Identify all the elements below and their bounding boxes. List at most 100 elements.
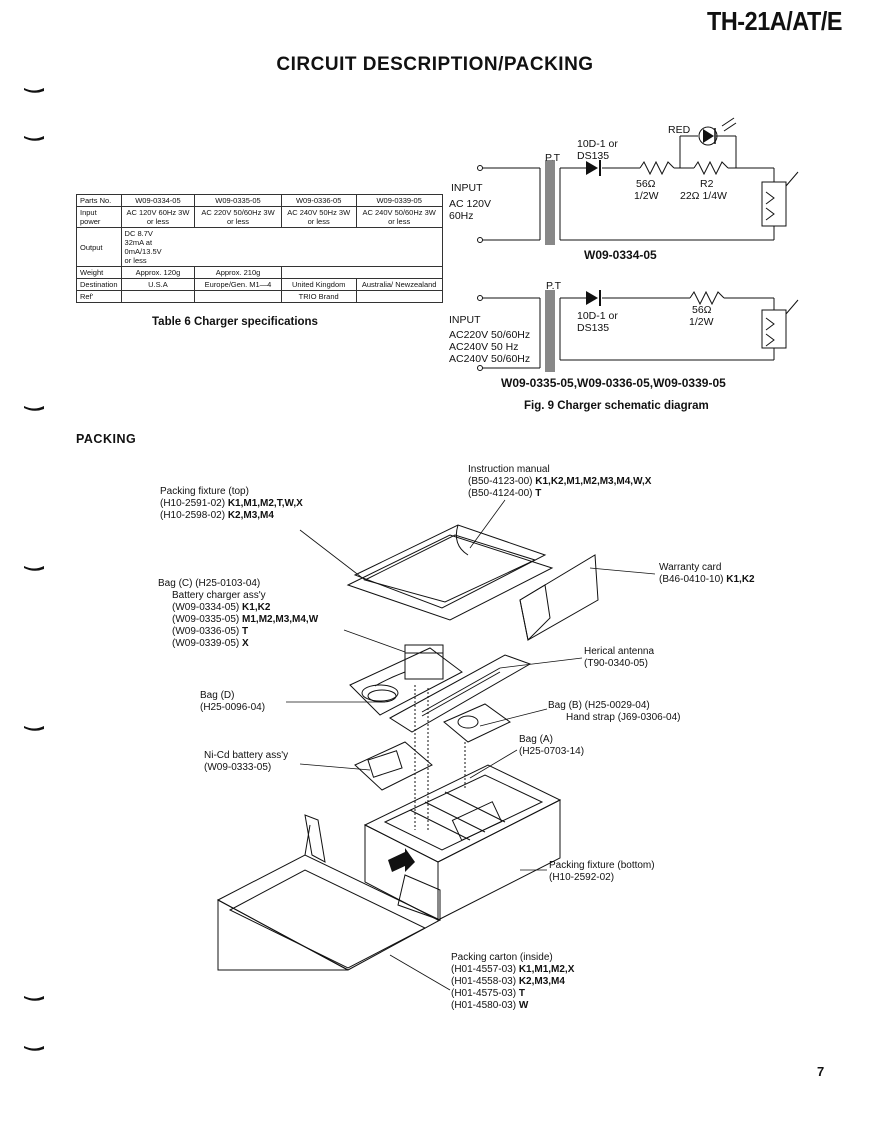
label-line: (H01-4558-03) K2,M3,M4 bbox=[451, 976, 574, 988]
part-no: (H01-4575-03) bbox=[451, 988, 519, 999]
label-line: (H01-4575-03) T bbox=[451, 988, 574, 1000]
schem1-diode-label: 10D-1 or bbox=[577, 138, 618, 150]
label-line: (H10-2592-02) bbox=[549, 872, 615, 883]
label-line: Bag (C) (H25-0103-04) bbox=[158, 578, 261, 589]
label-line: Warranty card bbox=[659, 562, 722, 573]
version-codes: K2,M3,M4 bbox=[227, 510, 274, 521]
label-instruction-manual: Instruction manual (B50-4123-00) K1,K2,M… bbox=[468, 464, 651, 500]
version-codes: K1,M1,M2,T,W,X bbox=[227, 498, 303, 509]
schem1-pt-label: P.T bbox=[545, 152, 560, 164]
charger-spec-table: Parts No. W09-0334-05 W09-0335-05 W09-03… bbox=[76, 194, 443, 303]
version-codes: X bbox=[242, 638, 249, 649]
table-cell: TRIO Brand bbox=[280, 290, 357, 303]
table-cell: AC 220V 50/60Hz 3W or less bbox=[194, 206, 282, 228]
label-line: (H25-0096-04) bbox=[200, 702, 266, 713]
part-no: (H01-4580-03) bbox=[451, 1000, 519, 1011]
page-title: CIRCUIT DESCRIPTION/PACKING bbox=[276, 54, 594, 75]
schem2-ac3-label: AC240V 50/60Hz bbox=[449, 353, 531, 365]
schem1-r2v-label: 22Ω 1/4W bbox=[680, 190, 727, 202]
label-line: Packing fixture (bottom) bbox=[549, 860, 655, 871]
label-line: Instruction manual bbox=[468, 464, 550, 475]
table-row: Output DC 8.7V 32mA at 0mA/13.5V or less bbox=[76, 227, 443, 267]
schem2-pt-label: P.T bbox=[546, 280, 561, 292]
label-line: (W09-0336-05) T bbox=[158, 626, 318, 638]
version-codes: T bbox=[242, 626, 249, 637]
label-line: Packing fixture (top) bbox=[160, 486, 249, 497]
schem1-r1-label: 56Ω bbox=[636, 178, 656, 190]
table-row: Weight Approx. 120g Approx. 210g bbox=[76, 266, 443, 279]
version-codes: K1,K2 bbox=[726, 574, 755, 585]
schem1-ac-label: AC 120V bbox=[449, 198, 492, 210]
table-cell bbox=[355, 290, 443, 303]
label-line: (W09-0335-05) M1,M2,M3,M4,W bbox=[158, 614, 318, 626]
part-no: (H10-2591-02) bbox=[160, 498, 228, 509]
version-codes: T bbox=[535, 488, 542, 499]
schem1-diode-label2: DS135 bbox=[577, 150, 610, 162]
label-line: (T90-0340-05) bbox=[584, 658, 648, 669]
label-text: Battery charger ass'y bbox=[172, 590, 266, 601]
label-fixture-top: Packing fixture (top) (H10-2591-02) K1,M… bbox=[160, 486, 303, 522]
label-fixture-bottom: Packing fixture (bottom) (H10-2592-02) bbox=[549, 860, 655, 884]
label-line: (H01-4557-03) K1,M1,M2,X bbox=[451, 964, 574, 976]
label-nicd-battery: Ni-Cd battery ass'y (W09-0333-05) bbox=[204, 750, 288, 774]
table-caption: Table 6 Charger specifications bbox=[152, 316, 318, 328]
label-line: Bag (D) bbox=[200, 690, 235, 701]
schem2-input-label: INPUT bbox=[449, 314, 481, 326]
label-line: Ni-Cd battery ass'y bbox=[204, 750, 289, 761]
label-line: Battery charger ass'y bbox=[158, 590, 318, 602]
packing-heading: PACKING bbox=[76, 432, 137, 446]
version-codes: K1,K2 bbox=[242, 602, 271, 613]
table-cell: DC 8.7V 32mA at 0mA/13.5V or less bbox=[120, 227, 443, 267]
version-codes: T bbox=[518, 988, 525, 999]
schem2-r-label: 56Ω bbox=[692, 304, 712, 316]
part-no: (W09-0334-05) bbox=[172, 602, 243, 613]
part-no: (B50-4124-00) bbox=[468, 488, 536, 499]
binding-marks bbox=[24, 88, 44, 1051]
part-no: (W09-0335-05) bbox=[172, 614, 243, 625]
label-line: (W09-0333-05) bbox=[204, 762, 272, 773]
version-codes: M1,M2,M3,M4,W bbox=[242, 614, 319, 625]
label-line: (B50-4124-00) T bbox=[468, 488, 651, 500]
table-cell: AC 240V 50/60Hz 3W or less bbox=[355, 206, 443, 228]
version-codes: K2,M3,M4 bbox=[518, 976, 565, 987]
schem1-r2-label: R2 bbox=[700, 178, 714, 190]
label-antenna: Herical antenna (T90-0340-05) bbox=[584, 646, 654, 670]
figure-caption: Fig. 9 Charger schematic diagram bbox=[524, 400, 709, 412]
table-row: Ref' TRIO Brand bbox=[76, 290, 443, 303]
label-line: (W09-0339-05) X bbox=[158, 638, 318, 650]
label-line: Bag (B) (H25-0029-04) bbox=[548, 700, 650, 711]
part-no: (W09-0336-05) bbox=[172, 626, 243, 637]
table-cell bbox=[194, 290, 282, 303]
version-codes: W bbox=[518, 1000, 529, 1011]
schem1-red-label: RED bbox=[668, 124, 691, 136]
schem2-rw-label: 1/2W bbox=[689, 316, 714, 328]
part-no: (W09-0339-05) bbox=[172, 638, 243, 649]
label-bag-c: Bag (C) (H25-0103-04) Battery charger as… bbox=[158, 578, 318, 650]
model-number: TH-21A/AT/E bbox=[706, 6, 842, 36]
part-no: (H10-2598-02) bbox=[160, 510, 228, 521]
version-codes: K1,K2,M1,M2,M3,M4,W,X bbox=[535, 476, 652, 487]
version-codes: K1,M1,M2,X bbox=[518, 964, 575, 975]
label-warranty-card: Warranty card (B46-0410-10) K1,K2 bbox=[659, 562, 755, 586]
label-line: (H25-0703-14) bbox=[519, 746, 585, 757]
label-line: (W09-0334-05) K1,K2 bbox=[158, 602, 318, 614]
label-line: (B46-0410-10) K1,K2 bbox=[659, 574, 755, 586]
schem2-diode-label2: DS135 bbox=[577, 322, 610, 334]
part-no: (B50-4123-00) bbox=[468, 476, 536, 487]
schem2-parts-label: W09-0335-05,W09-0336-05,W09-0339-05 bbox=[501, 376, 726, 390]
label-line: (H10-2598-02) K2,M3,M4 bbox=[160, 510, 303, 522]
schem2-ac2-label: AC240V 50 Hz bbox=[449, 341, 519, 353]
label-line: (B50-4123-00) K1,K2,M1,M2,M3,M4,W,X bbox=[468, 476, 651, 488]
schem2-ac1-label: AC220V 50/60Hz bbox=[449, 329, 531, 341]
schem2-diode-label: 10D-1 or bbox=[577, 310, 618, 322]
label-line: Packing carton (inside) bbox=[451, 952, 553, 963]
part-no: (B46-0410-10) bbox=[659, 574, 727, 585]
label-line: Herical antenna bbox=[584, 646, 655, 657]
label-line: (H10-2591-02) K1,M1,M2,T,W,X bbox=[160, 498, 303, 510]
part-no: (H01-4557-03) bbox=[451, 964, 519, 975]
label-bag-a: Bag (A) (H25-0703-14) bbox=[519, 734, 584, 758]
label-line: Bag (A) bbox=[519, 734, 553, 745]
schem1-input-label: INPUT bbox=[451, 182, 483, 194]
schem1-r1w-label: 1/2W bbox=[634, 190, 659, 202]
label-line: Hand strap (J69-0306-04) bbox=[566, 712, 681, 723]
